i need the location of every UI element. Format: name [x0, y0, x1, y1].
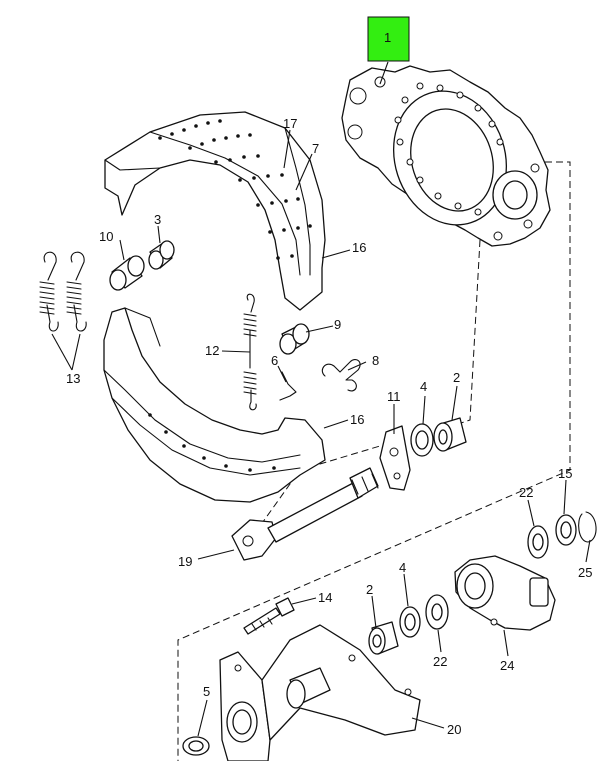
spider-plate[interactable] — [341, 65, 551, 247]
shoe-lining-rivets — [158, 119, 312, 260]
wire-clip-6[interactable] — [279, 371, 297, 401]
callout-6[interactable]: 6 — [271, 353, 278, 368]
callout-11[interactable]: 11 — [387, 389, 401, 404]
washer-22-lower[interactable] — [425, 594, 449, 630]
callout-leaders — [51, 61, 591, 737]
callout-4-upper[interactable]: 4 — [420, 379, 427, 394]
callout-13[interactable]: 13 — [66, 371, 80, 386]
callout-22-lower[interactable]: 22 — [433, 654, 447, 669]
bolt-14[interactable] — [243, 597, 295, 635]
slack-adjuster-24[interactable] — [454, 555, 556, 631]
callout-3[interactable]: 3 — [154, 212, 161, 227]
callout-20[interactable]: 20 — [447, 722, 461, 737]
callout-7[interactable]: 7 — [312, 141, 319, 156]
camshaft-bracket-20[interactable] — [219, 624, 421, 761]
roller-9[interactable] — [279, 323, 310, 355]
callout-15[interactable]: 15 — [558, 466, 572, 481]
retainer-clip-8[interactable] — [321, 359, 361, 392]
seal-4-lower[interactable] — [399, 606, 421, 638]
callout-14[interactable]: 14 — [318, 590, 332, 605]
callout-1-highlight[interactable] — [367, 16, 410, 62]
callout-22-upper[interactable]: 22 — [519, 485, 533, 500]
callout-2-upper[interactable]: 2 — [453, 370, 460, 385]
callout-16-upper[interactable]: 16 — [352, 240, 366, 255]
callout-17[interactable]: 17 — [283, 116, 297, 131]
anchor-spring-12[interactable] — [243, 293, 257, 411]
roller-3[interactable] — [148, 240, 175, 270]
washer-5[interactable] — [182, 736, 210, 756]
camshaft-19[interactable] — [231, 467, 379, 561]
seal-4-upper[interactable] — [410, 423, 434, 457]
snap-ring-25[interactable] — [578, 511, 597, 543]
roller-10[interactable] — [109, 255, 145, 291]
callout-12[interactable]: 12 — [205, 343, 219, 358]
return-springs-13[interactable] — [39, 251, 87, 332]
bushing-2-lower[interactable] — [368, 621, 399, 655]
washer-15[interactable] — [555, 514, 577, 546]
washer-22-upper[interactable] — [527, 525, 549, 559]
lower-shoe-rivets — [148, 413, 276, 472]
callout-19[interactable]: 19 — [178, 554, 192, 569]
callout-25[interactable]: 25 — [578, 565, 592, 580]
callout-4-lower[interactable]: 4 — [399, 560, 406, 575]
callout-9[interactable]: 9 — [334, 317, 341, 332]
upper-brake-shoe[interactable] — [104, 111, 326, 311]
callout-16-lower[interactable]: 16 — [350, 412, 364, 427]
callout-2-lower[interactable]: 2 — [366, 582, 373, 597]
lower-brake-shoe[interactable] — [103, 307, 326, 503]
callout-8[interactable]: 8 — [372, 353, 379, 368]
cam-bracket-11[interactable] — [379, 425, 411, 491]
bushing-2-upper[interactable] — [433, 417, 467, 452]
callout-10[interactable]: 10 — [99, 229, 113, 244]
callout-1[interactable]: 1 — [384, 30, 391, 45]
callout-5[interactable]: 5 — [203, 684, 210, 699]
callout-labels: 1 17 7 16 3 10 13 9 12 6 8 11 4 2 16 22 … — [66, 16, 592, 737]
callout-24[interactable]: 24 — [500, 658, 514, 673]
